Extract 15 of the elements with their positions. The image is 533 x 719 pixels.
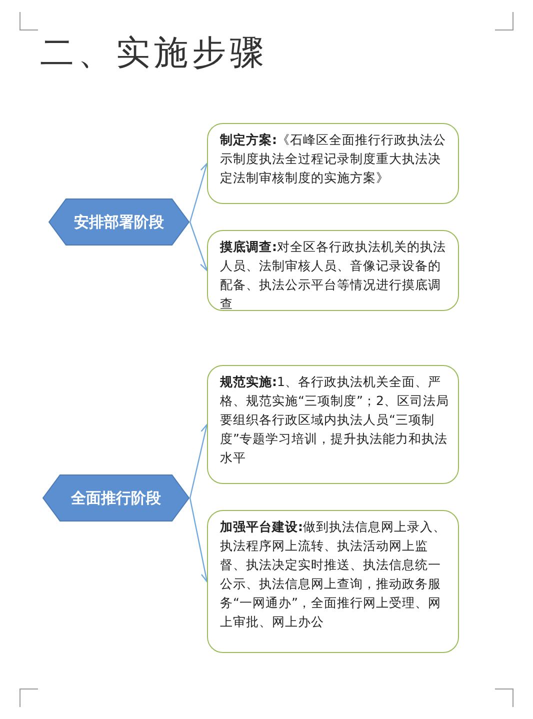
step-box: [207, 230, 459, 311]
stage-hexagon: [48, 198, 190, 246]
step-text: 规范实施:1、各行政执法机关全面、严格、规范实施“三项制度”；2、区司法局要组织各行政区域内执法人员“三项制度”专题学习培训，提升执法能力和执法水平: [220, 373, 450, 467]
arrow: [189, 162, 210, 222]
step-text: 摸底调查:对全区各行政执法机关的执法人员、法制审核人员、音像记录设备的配备、执法公示平台等情况进行摸底调查: [220, 238, 447, 313]
title: 二、实施步骤: [40, 32, 268, 75]
arrow: [189, 222, 209, 272]
stage-label: 全面推行阶段: [71, 488, 161, 508]
step-box: [207, 365, 459, 484]
step-box: [207, 510, 459, 653]
step-text: 加强平台建设:做到执法信息网上录入、执法程序网上流转、执法活动网上监督、执法决定实时推送、执法信息统一公示、执法信息网上查询，推动政务服务“一网通办”，全面推行网上受理、网上审批、网上办公: [220, 518, 447, 631]
stage-hexagon: [42, 474, 190, 522]
stage-label: 安排部署阶段: [74, 212, 164, 232]
step-text: 制定方案:《石峰区全面推行行政执法公示制度执法全过程记录制度重大执法决定法制审核制度的实施方案》: [220, 131, 447, 187]
step-box: [207, 123, 459, 204]
